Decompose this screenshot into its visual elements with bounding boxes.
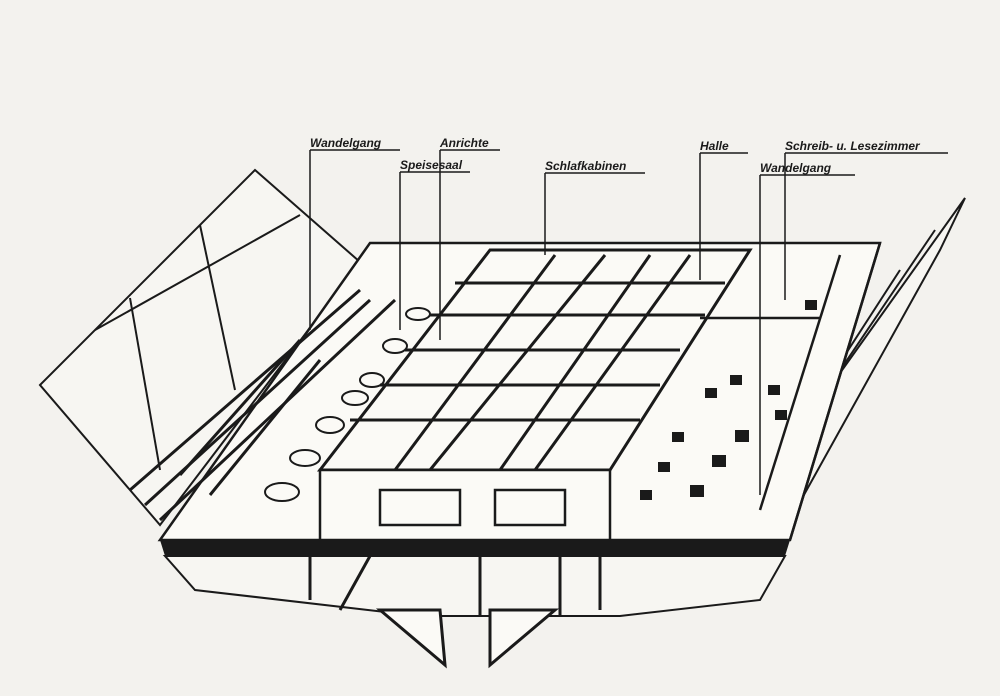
hall-chairs (640, 300, 817, 500)
label-wandelgang-left: Wandelgang (310, 136, 382, 150)
central-corridor (318, 468, 612, 542)
support-structure (308, 555, 602, 669)
left-promenade (129, 288, 397, 522)
label-anrichte: Anrichte (439, 136, 489, 150)
hull-left-windows (38, 168, 362, 527)
label-wandelgang-right: Wandelgang (760, 161, 832, 175)
label-schreib-lesezimmer: Schreib- u. Lesezimmer (785, 139, 921, 153)
label-speisesaal: Speisesaal (400, 158, 463, 172)
leader-lines (309, 149, 948, 495)
label-halle: Halle (700, 139, 729, 153)
label-schlafkabinen: Schlafkabinen (545, 159, 626, 173)
